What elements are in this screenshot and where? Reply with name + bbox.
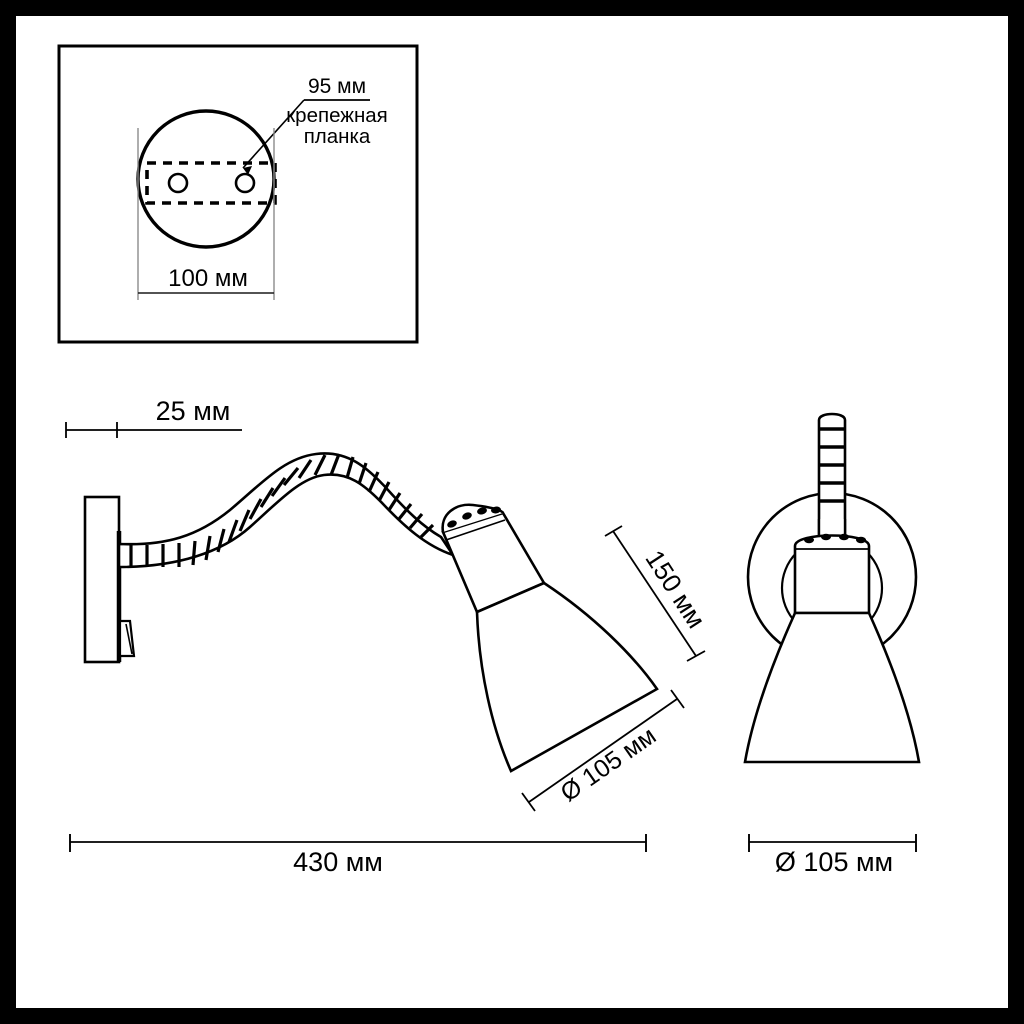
wall-plate-side [83,495,121,664]
screw-hole-left [167,172,189,194]
socket-housing-front [793,534,871,615]
gooseneck-outline [117,452,457,569]
detail-width-label: 100 мм [168,265,248,292]
lamp-shade-side [475,581,659,773]
lamp-shade-front [743,611,921,764]
front-diameter-label: Ø 105 мм [775,847,893,877]
callout-note-line2: планка [304,125,371,148]
overall-length-dimension: 430 мм [69,834,647,877]
socket-seam [445,519,506,541]
gooseneck-front-stem [817,412,847,538]
socket-rivets [447,506,501,528]
mounting-bar-dashed [145,161,277,205]
callout-dimension-label: 95 мм [308,75,366,98]
detail-view-group: 95 мм крепежная планка 100 мм [57,44,419,344]
depth-dimension-label: 25 мм [156,396,231,426]
front-view-group: Ø 105 мм [743,412,921,877]
technical-drawing-svg: 95 мм крепежная планка 100 мм 25 мм [57,44,921,877]
gooseneck-front-ribs [819,427,845,503]
front-diameter-dimension: Ø 105 мм [748,834,917,877]
drawing-sheet: 95 мм крепежная планка 100 мм 25 мм [14,14,1010,1010]
side-view-group: 25 мм [65,396,712,877]
shade-height-dimension: 150 мм [604,525,712,662]
switch-lever-shade [125,623,133,655]
overall-length-label: 430 мм [293,847,383,877]
callout-note-line1: крепежная [286,104,388,127]
socket-front-rivets [804,533,866,544]
screw-hole-right [234,172,256,194]
gooseneck-ribs [129,453,435,567]
shade-height-label: 150 мм [639,545,711,634]
callout-leader-arrow [243,166,252,175]
